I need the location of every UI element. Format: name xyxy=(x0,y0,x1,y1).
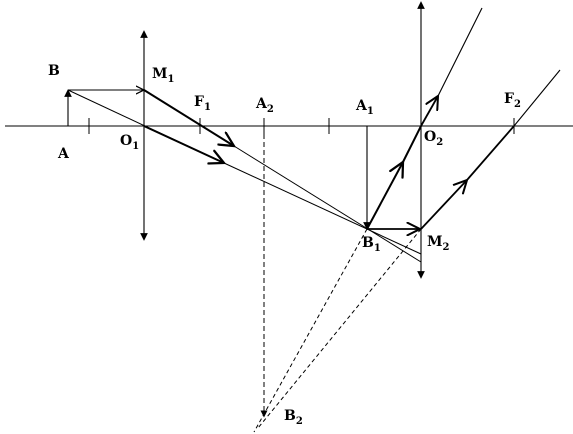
ray-o2-out xyxy=(437,7,483,97)
ray-b1-o2-thick xyxy=(366,162,403,230)
label-f1: F1 xyxy=(194,94,211,113)
ray-o2-out-thick xyxy=(420,96,438,127)
ray-m1-b1 xyxy=(233,145,422,263)
virtual-ray-2 xyxy=(257,228,422,429)
virtual-ray-1 xyxy=(253,228,368,433)
label-f2: F2 xyxy=(504,91,521,110)
ray-f2-out xyxy=(513,69,561,127)
label-o1: O1 xyxy=(120,133,139,152)
ray-b1-o2 xyxy=(402,125,422,163)
label-b2: B2 xyxy=(284,408,303,427)
label-a1: A1 xyxy=(355,98,374,117)
label-o2: O2 xyxy=(424,129,443,148)
label-b1: B1 xyxy=(362,235,381,254)
ray-o1-b1 xyxy=(223,162,422,255)
ray-m2-f2-thick xyxy=(420,180,467,230)
ray-m2-f2 xyxy=(466,125,515,181)
label-a2: A2 xyxy=(255,96,274,115)
label-b: B xyxy=(48,63,60,79)
label-m1: M1 xyxy=(152,66,174,85)
ray-o1-b1-thick xyxy=(143,125,224,163)
label-m2: M2 xyxy=(427,234,450,253)
label-a: A xyxy=(57,146,70,162)
ray-m1-b1-thick xyxy=(143,89,234,146)
